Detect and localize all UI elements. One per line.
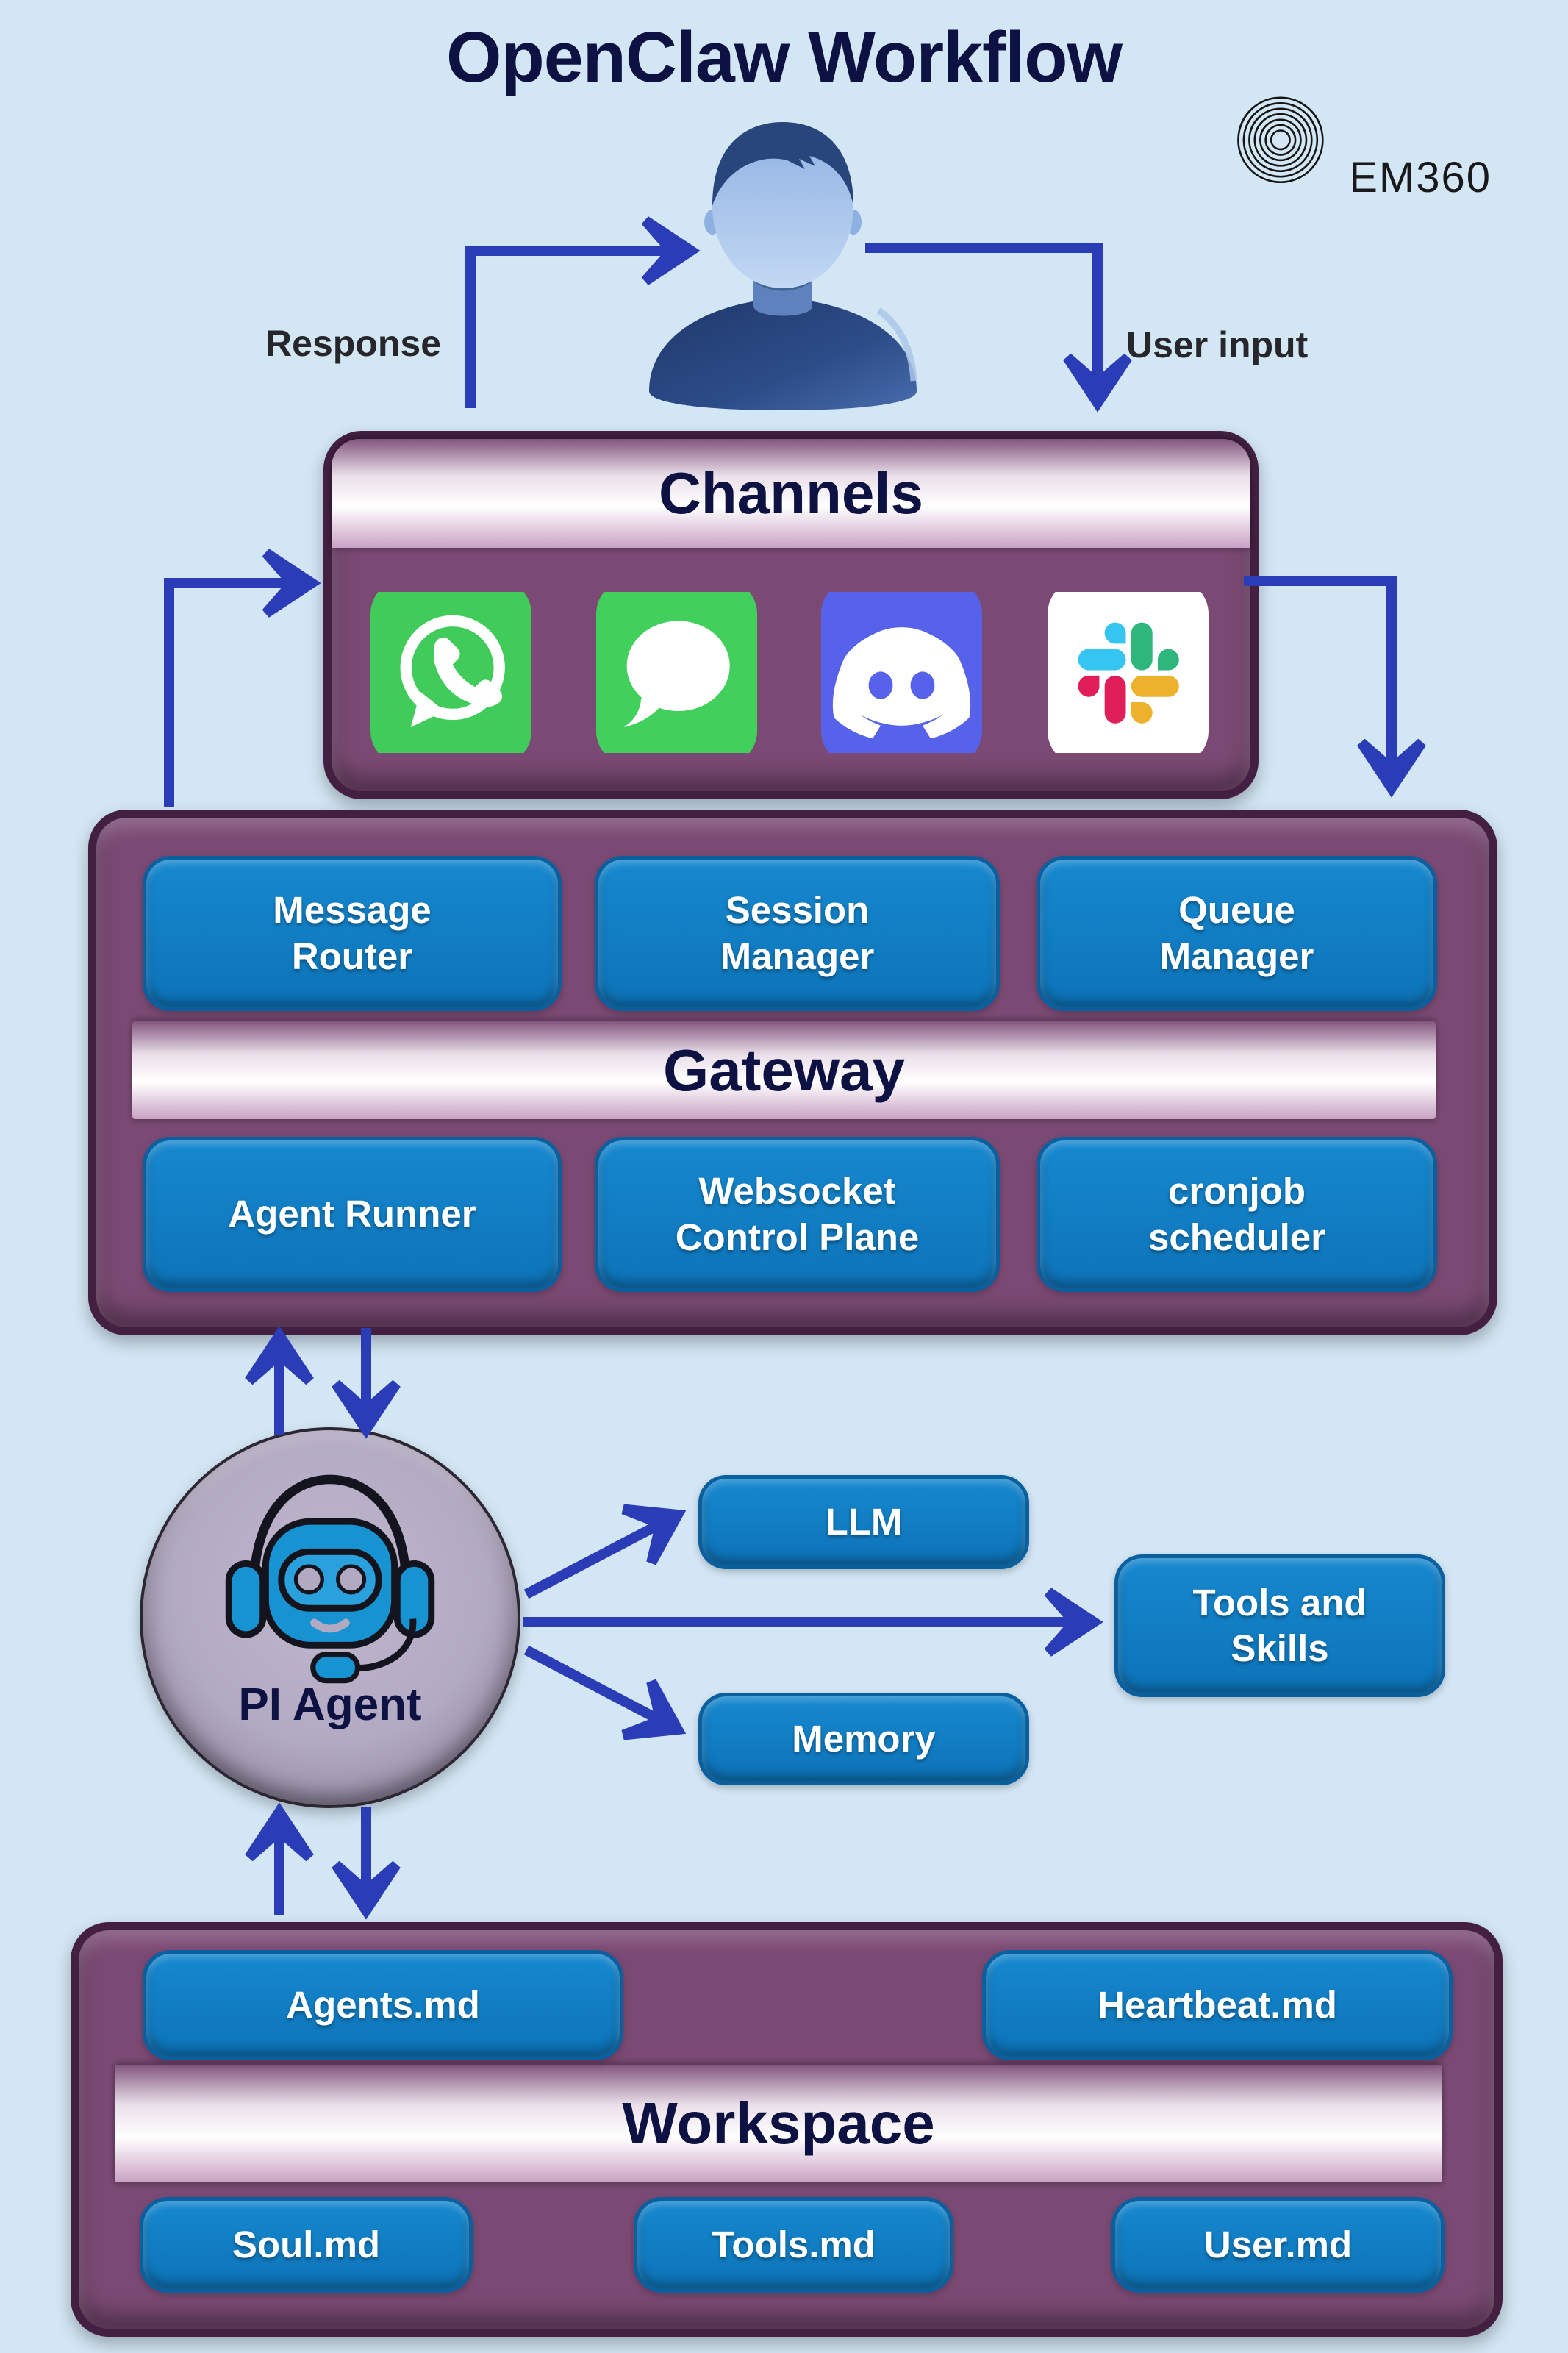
gateway-to-channels-arrow bbox=[164, 549, 321, 807]
memory-box: Memory bbox=[698, 1693, 1029, 1785]
module-queue-manager: Queue Manager bbox=[1037, 856, 1437, 1011]
module-label: Message Router bbox=[273, 889, 432, 977]
file-label: Tools.md bbox=[712, 2223, 876, 2265]
file-label: User.md bbox=[1203, 2223, 1353, 2265]
agent-to-memory-arrow bbox=[523, 1645, 687, 1740]
module-websocket-control-plane: Websocket Control Plane bbox=[595, 1137, 1000, 1292]
module-label: Session Manager bbox=[720, 889, 875, 977]
gateway-header: Gateway bbox=[132, 1021, 1436, 1119]
file-label: Heartbeat.md bbox=[1098, 1983, 1337, 2026]
module-label: Websocket Control Plane bbox=[675, 1170, 920, 1258]
module-label: Queue Manager bbox=[1159, 889, 1314, 977]
em360-text: EM360 bbox=[1349, 154, 1492, 201]
em360-logo: EM360 bbox=[1220, 71, 1492, 203]
llm-box: LLM bbox=[698, 1475, 1029, 1569]
page-title: OpenClaw Workflow bbox=[446, 17, 1123, 97]
file-user-md: User.md bbox=[1111, 2197, 1445, 2293]
tools-skills-box: Tools and Skills bbox=[1114, 1554, 1445, 1697]
module-message-router: Message Router bbox=[143, 856, 562, 1011]
response-label: Response bbox=[265, 323, 441, 364]
channels-to-gateway-arrow bbox=[1244, 576, 1426, 798]
file-tools-md: Tools.md bbox=[634, 2197, 953, 2293]
workspace-header: Workspace bbox=[115, 2065, 1442, 2182]
file-heartbeat-md: Heartbeat.md bbox=[982, 1950, 1453, 2060]
em360-swirl-icon bbox=[1237, 96, 1324, 183]
imessage-icon bbox=[596, 579, 757, 766]
pi-agent-circle: PI Agent bbox=[140, 1427, 520, 1808]
file-label: Agents.md bbox=[286, 1983, 480, 2026]
channels-panel: Channels bbox=[323, 431, 1259, 799]
llm-label: LLM bbox=[825, 1500, 903, 1543]
workspace-panel: Agents.md Heartbeat.md Workspace Soul.md… bbox=[71, 1922, 1503, 2337]
pi-agent-label: PI Agent bbox=[238, 1679, 422, 1730]
user-avatar bbox=[649, 122, 917, 410]
module-agent-runner: Agent Runner bbox=[143, 1137, 562, 1292]
tools-skills-label: Tools and Skills bbox=[1192, 1581, 1367, 1669]
module-session-manager: Session Manager bbox=[595, 856, 1000, 1011]
slack-icon bbox=[1048, 579, 1209, 766]
module-label: Agent Runner bbox=[228, 1193, 476, 1235]
file-agents-md: Agents.md bbox=[143, 1950, 623, 2060]
file-soul-md: Soul.md bbox=[140, 2197, 473, 2293]
robot-headset-icon bbox=[225, 1474, 435, 1684]
module-cronjob-scheduler: cronjob scheduler bbox=[1037, 1137, 1437, 1292]
channel-icons-row bbox=[370, 579, 1209, 766]
agent-to-llm-arrow bbox=[523, 1504, 687, 1599]
user-input-label: User input bbox=[1126, 324, 1309, 365]
gateway-panel: Message Router Session Manager Queue Man… bbox=[88, 810, 1497, 1335]
module-label: cronjob scheduler bbox=[1148, 1170, 1325, 1258]
whatsapp-icon bbox=[370, 579, 531, 766]
file-label: Soul.md bbox=[232, 2223, 381, 2265]
memory-label: Memory bbox=[792, 1717, 936, 1760]
discord-icon bbox=[821, 579, 982, 766]
channels-header: Channels bbox=[332, 439, 1250, 548]
